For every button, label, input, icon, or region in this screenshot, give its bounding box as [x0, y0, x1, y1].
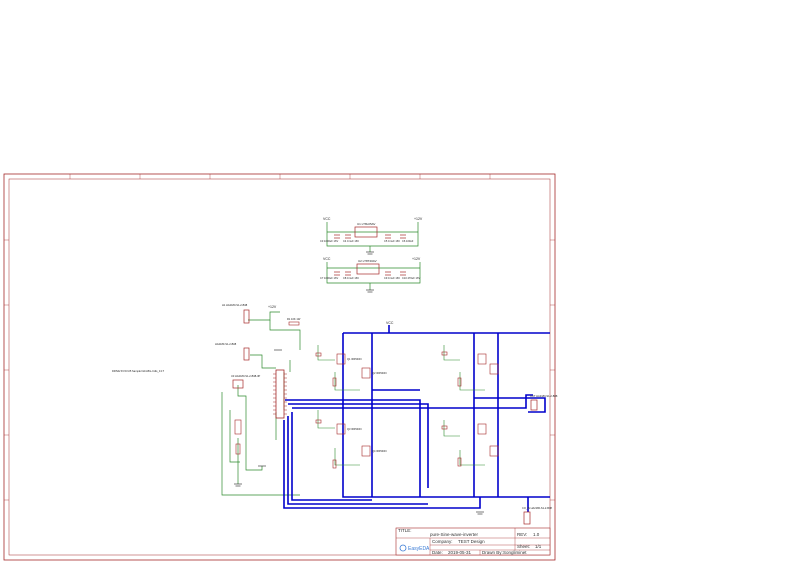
conn2-label: HA2180-S1-2-B38 — [215, 342, 237, 346]
company-label: Company: — [432, 539, 453, 544]
potentiometer[interactable] — [234, 419, 242, 435]
mosfet-q1[interactable] — [336, 353, 346, 365]
in-conn-label: CO_IN HA2180-S1-2-B38 — [522, 506, 552, 510]
vcc2-label: VCC — [323, 257, 331, 261]
mosfet-q2[interactable] — [361, 367, 371, 379]
power-supply-section: VCC +12V U1 LT8L05AV C3 1000uF 16V C4 0.… — [320, 217, 423, 293]
mosfet-q5[interactable] — [477, 353, 487, 365]
mosfet-q8[interactable] — [489, 445, 499, 457]
mosfet-q3[interactable] — [336, 423, 346, 435]
q1-label: Q1 IRF540N — [347, 357, 362, 361]
r1-label: R1 10K 1W — [287, 317, 301, 321]
resistor-left[interactable] — [235, 443, 241, 455]
connector-h1[interactable] — [243, 309, 250, 324]
regulator-u2[interactable] — [356, 263, 380, 275]
frame-ticks — [4, 174, 555, 501]
h-bridge-bus — [283, 325, 550, 512]
regulator-u1[interactable] — [354, 226, 378, 238]
out-conn-label: OUT HA2180-S1-2-B38 — [530, 394, 558, 398]
company-value: TEST Design — [458, 539, 485, 544]
rev-label: REV: — [517, 532, 527, 537]
mosfet-q4[interactable] — [361, 445, 371, 457]
cap7-label: C9 0.1uF 16V — [384, 276, 400, 280]
sheet-frame — [3, 173, 556, 561]
sheet-title: pure-Sine-wave-inverter — [430, 532, 479, 537]
conn1-label: H1 HA2180-S1-2-B38 — [222, 303, 248, 307]
cap1-label: C3 1000uF 16V — [320, 239, 338, 243]
drawn-label: Drawn By: — [482, 550, 503, 555]
sheet-no: 1/1 — [535, 544, 542, 549]
cap3-label: C5 0.1uF 16V — [384, 239, 400, 243]
mosfet-q7[interactable] — [477, 423, 487, 435]
easyeda-logo-text: EasyEDA — [408, 546, 430, 552]
connector-h2[interactable] — [243, 347, 250, 361]
easyeda-logo-icon — [399, 544, 407, 552]
mosfet-q6[interactable] — [489, 363, 499, 375]
title-block: TITLE: pure-Sine-wave-inverter REV: 1.0 … — [395, 527, 551, 556]
v12-1-label: +12V — [414, 217, 423, 221]
cap5-label: C7 1000uF 16V — [320, 276, 338, 280]
v12-2-label: +12V — [412, 257, 421, 261]
q2-label: Q2 IRF540N — [372, 371, 387, 375]
q4-label: Q4 IRF540N — [372, 449, 387, 453]
mcu-label: U3 HA2180-S1-2-B38-3P — [231, 374, 261, 378]
cap6-label: C8 0.1uF 16V — [343, 276, 359, 280]
mosfet-stages: Q1 IRF540N Q2 IRF540N Q3 IRF540N Q4 IRF5… — [315, 345, 499, 469]
rev-value: 1.0 — [533, 532, 540, 537]
cap4-label: C6 100uF — [402, 239, 414, 243]
vcc-bus-label: VCC — [386, 321, 394, 325]
input-connector[interactable] — [523, 511, 531, 525]
cap2-label: C4 0.1uF 16V — [343, 239, 359, 243]
q3-label: Q3 IRF540N — [347, 427, 362, 431]
p12-left-label: +12V — [268, 305, 277, 309]
date-label: Date: — [432, 550, 443, 555]
sheet-label: Sheet: — [517, 544, 530, 549]
output-connector[interactable] — [530, 399, 538, 411]
date-value: 2019-05-31 — [448, 550, 472, 555]
cap8-label: C10 470uF 16V — [402, 276, 420, 280]
output-connectors: OUT HA2180-S1-2-B38 CO_IN HA2180-S1-2-B3… — [476, 394, 558, 525]
resistor-r1[interactable] — [288, 321, 300, 326]
vcc1-label: VCC — [323, 217, 331, 221]
mcu-u3[interactable] — [275, 369, 285, 419]
reg1-label: U1 LT8L05AV — [357, 222, 375, 226]
connector-h3[interactable] — [232, 379, 244, 389]
title-label: TITLE: — [398, 528, 412, 533]
drawn-value: Songliminet — [503, 550, 527, 555]
reg2-label: U2 LT8T20AV — [358, 259, 377, 263]
drive-note: DRIVE 5V-5V-05 Sample NA4-BG-Cdts_0.1T — [112, 369, 164, 373]
control-section: +12V H1 HA2180-S1-2-B38 HA2180-S1-2-B38 … — [112, 303, 301, 496]
